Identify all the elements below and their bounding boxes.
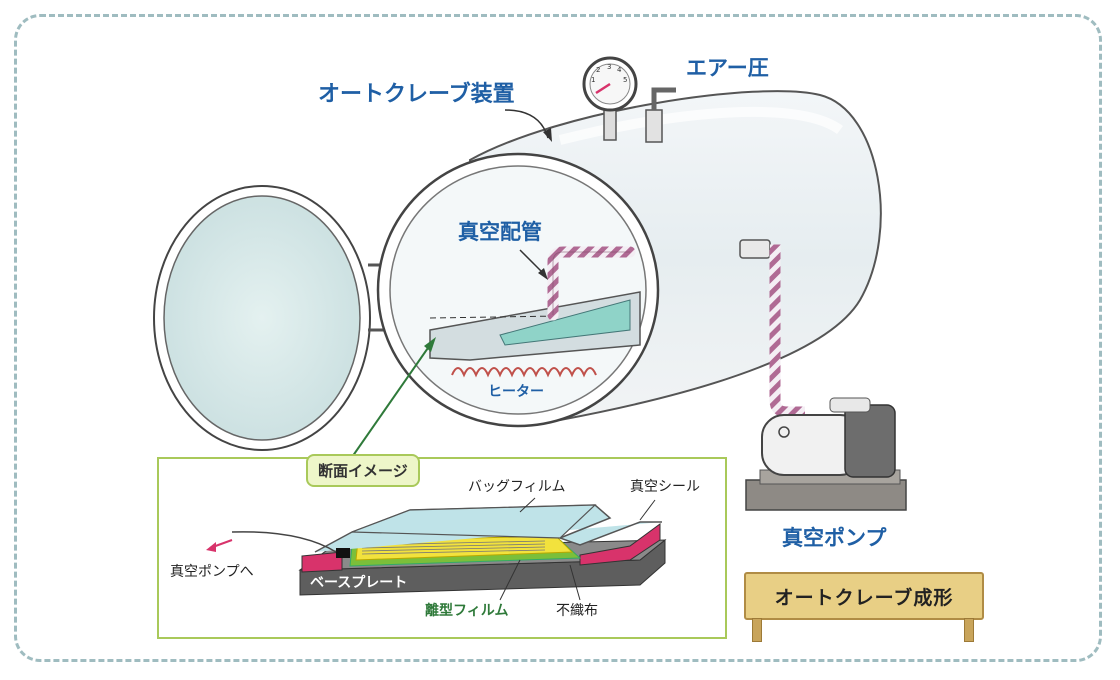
gauge-tick-5: 5 [623, 76, 627, 84]
dashed-frame [14, 14, 1102, 662]
arrow-to-section [349, 344, 431, 461]
to-vacuum-pump-label: 真空ポンプへ [170, 564, 254, 580]
sign-title: オートクレーブ成形 [774, 586, 954, 609]
pressure-gauge: 1 2 3 4 5 [582, 56, 638, 141]
sign-leg-left [752, 618, 762, 642]
heater-coil [451, 367, 597, 378]
gauge-tick-3: 3 [607, 63, 611, 71]
gauge-tick-1: 1 [591, 76, 595, 84]
vacuum-pump [745, 397, 907, 511]
gauge-tick-4: 4 [617, 66, 622, 74]
heater-label: ヒーター [488, 384, 544, 400]
autoclave-device-label: オートクレーブ装置 [318, 82, 515, 107]
bag-film-label: バッグフィルム [468, 479, 566, 495]
vacuum-pump-label: 真空ポンプ [782, 526, 887, 550]
vacuum-piping-label: 真空配管 [458, 220, 542, 244]
title-sign: オートクレーブ成形 [744, 572, 984, 620]
air-valve [645, 87, 676, 143]
autoclave-door [153, 185, 392, 451]
vacuum-seal-label: 真空シール [630, 479, 700, 495]
cross-section-tab: 断面イメージ [306, 454, 420, 487]
nonwoven-fabric-label: 不織布 [556, 603, 598, 619]
release-film-label: 離型フィルム [425, 603, 509, 619]
base-plate-label: ベースプレート [310, 575, 408, 591]
air-pressure-label: エアー圧 [686, 56, 769, 80]
autoclave-opening [376, 152, 660, 428]
vacuum-pipe-outer [739, 239, 805, 418]
sign-leg-right [964, 618, 974, 642]
cross-section-layers [206, 497, 667, 601]
gauge-tick-2: 2 [596, 66, 600, 74]
